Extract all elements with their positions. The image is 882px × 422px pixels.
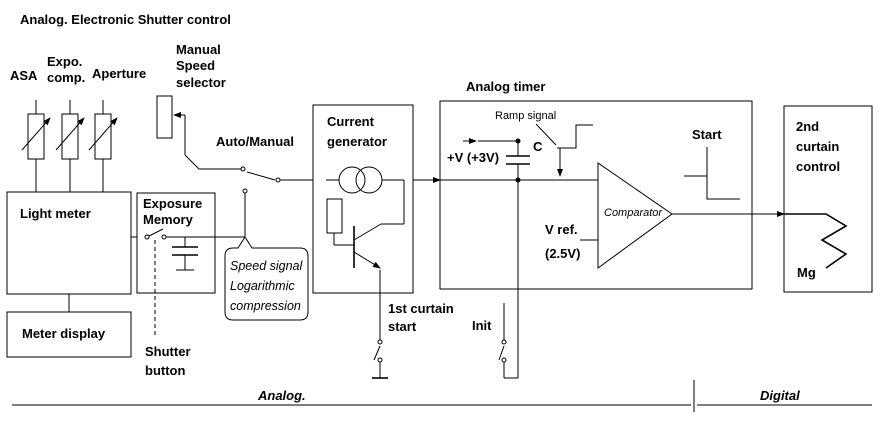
start-label: Start [692, 127, 722, 142]
vplus-label: +V (+3V) [447, 150, 499, 165]
current-generator-label-1: Current [327, 114, 375, 129]
speed-signal-callout [224, 236, 309, 321]
capacitor-label: C [533, 139, 543, 154]
speed-signal-label-1: Speed signal [230, 259, 304, 273]
start-waveform [684, 147, 740, 200]
meter-display-block [6, 311, 132, 358]
digital-section-label: Digital [760, 388, 800, 403]
first-curtain-label-1: 1st curtain [388, 301, 454, 316]
second-curtain-block [783, 105, 873, 293]
asa-variable-resistor [21, 100, 51, 192]
current-source-symbol [326, 166, 405, 224]
asa-label: ASA [10, 68, 38, 83]
light-meter-block [6, 191, 132, 295]
speed-signal-label-2: Logarithmic [230, 279, 295, 293]
expo-comp-label-2: comp. [47, 70, 85, 85]
auto-manual-label: Auto/Manual [216, 134, 294, 149]
transistor-symbol [326, 198, 404, 269]
mg-label: Mg [797, 265, 816, 280]
expo-comp-variable-resistor [55, 100, 85, 192]
light-meter-label: Light meter [20, 206, 91, 221]
shutter-button-label-2: button [145, 363, 185, 378]
second-curtain-label-2: curtain [796, 139, 839, 154]
second-curtain-label-3: control [796, 159, 840, 174]
init-label: Init [472, 318, 492, 333]
diagram-title: Analog. Electronic Shutter control [20, 12, 231, 27]
auto-manual-switch [240, 166, 327, 194]
ramp-signal-label: Ramp signal [495, 110, 556, 122]
analog-timer-block [439, 100, 753, 290]
comparator-symbol [597, 162, 673, 269]
manual-speed-potentiometer [156, 95, 241, 170]
first-curtain-switch [372, 270, 388, 379]
first-curtain-label-2: start [388, 319, 417, 334]
current-generator-label-2: generator [327, 134, 387, 149]
meter-display-label: Meter display [22, 326, 106, 341]
comparator-label: Comparator [604, 207, 663, 219]
magnet-coil-symbol [784, 213, 848, 269]
manual-speed-label-1: Manual [176, 42, 221, 57]
init-switch [498, 303, 518, 379]
ramp-signal-waveform [535, 123, 593, 177]
shutter-button-label-1: Shutter [145, 344, 191, 359]
aperture-label: Aperture [92, 66, 146, 81]
aperture-variable-resistor [88, 100, 118, 192]
memory-capacitor [172, 237, 198, 271]
exposure-memory-label-1: Exposure [143, 196, 202, 211]
manual-speed-label-3: selector [176, 75, 226, 90]
vref-label-1: V ref. [545, 222, 578, 237]
analog-timer-label: Analog timer [466, 79, 545, 94]
exposure-memory-label-2: Memory [143, 212, 194, 227]
analog-section-label: Analog. [257, 388, 306, 403]
manual-speed-label-2: Speed [176, 58, 215, 73]
timing-capacitor [478, 138, 530, 378]
vref-label-2: (2.5V) [545, 246, 580, 261]
second-curtain-label-1: 2nd [796, 119, 819, 134]
speed-signal-label-3: compression [230, 299, 301, 313]
memory-switch [144, 228, 245, 240]
exposure-memory-block [136, 192, 216, 294]
expo-comp-label-1: Expo. [47, 54, 82, 69]
